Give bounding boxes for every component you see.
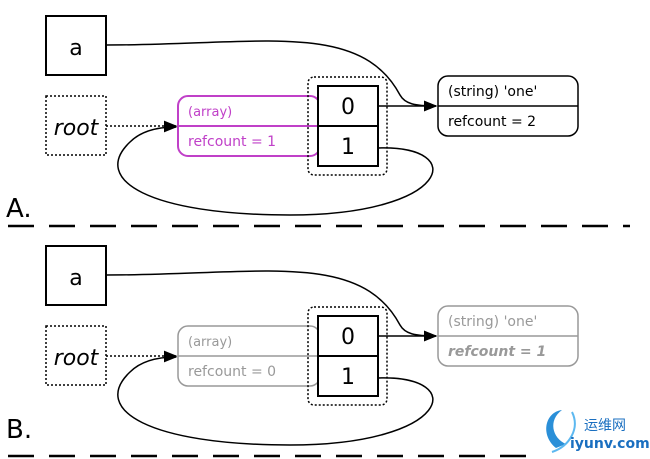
panel-b: a root (array) refcount = 0 0 1 (string)… <box>6 245 579 446</box>
watermark-logo-icon <box>546 410 566 448</box>
bucket-0-index: 0 <box>341 325 355 350</box>
hashtable-outline <box>307 306 388 406</box>
var-root-label: root <box>54 116 100 141</box>
array-type-label: (array) <box>188 105 232 120</box>
a-to-string-arrow <box>105 270 438 342</box>
var-root-label: root <box>54 346 100 371</box>
var-a-box <box>45 245 107 306</box>
array-refcount-label: refcount = 0 <box>188 364 276 380</box>
panel-a: a root (array) refcount = 1 0 1 (string)… <box>6 15 579 224</box>
bucket-1-index: 1 <box>341 135 355 160</box>
watermark-logo-arc-icon <box>551 411 576 453</box>
site-watermark: 运维网 iyunv.com <box>546 410 650 453</box>
array-type-label: (array) <box>188 335 232 350</box>
hashtable-outline <box>307 76 388 176</box>
bucket-1 <box>317 355 379 397</box>
var-root-box <box>45 325 107 386</box>
bucket-1-index: 1 <box>341 365 355 390</box>
array-refcount-label: refcount = 1 <box>188 134 276 150</box>
bucket1-to-array-arrow <box>117 121 434 216</box>
bucket1-to-array-arrow <box>117 351 434 446</box>
var-a-label: a <box>69 36 82 61</box>
string-refcount-label: refcount = 1 <box>448 344 546 360</box>
bucket-1 <box>317 125 379 167</box>
var-root-box <box>45 95 107 156</box>
watermark-cn: 运维网 <box>584 418 626 434</box>
watermark-site: iyunv.com <box>570 436 650 452</box>
var-a-label: a <box>69 266 82 291</box>
string-type-label: (string) 'one' <box>448 84 537 100</box>
string-refcount-label: refcount = 2 <box>448 114 536 130</box>
var-a-box <box>45 15 107 76</box>
panel-b-label: B. <box>6 415 32 445</box>
panel-a-label: A. <box>6 194 32 224</box>
string-type-label: (string) 'one' <box>448 314 537 330</box>
bucket-0 <box>317 315 379 357</box>
a-to-string-arrow <box>105 40 438 112</box>
bucket-0-index: 0 <box>341 95 355 120</box>
